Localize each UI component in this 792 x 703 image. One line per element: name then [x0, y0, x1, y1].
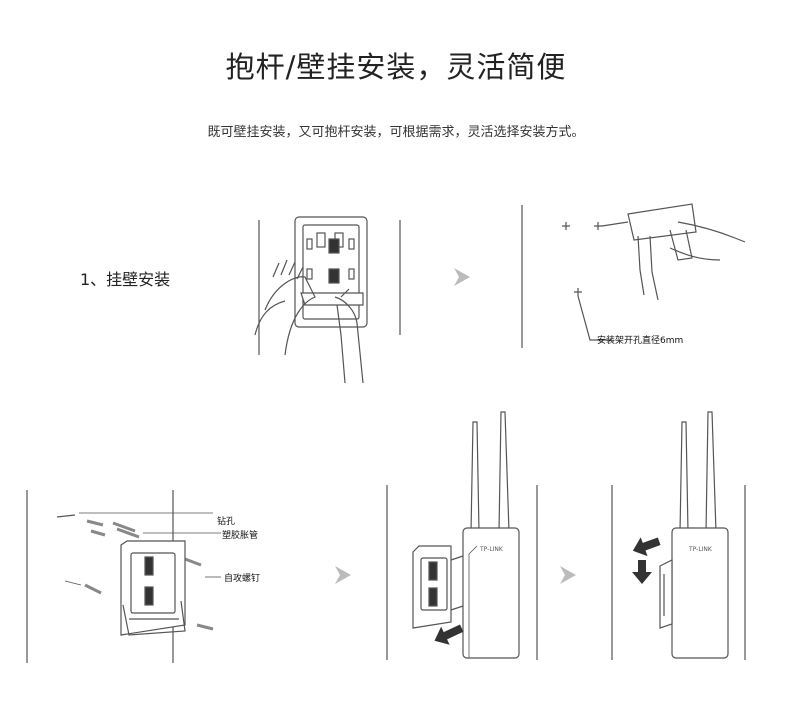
- device-brand-logo: TP-LINK: [689, 546, 712, 553]
- label-plastic-anchor: 塑胶胀管: [222, 531, 259, 541]
- device-brand-logo: TP-LINK: [480, 546, 503, 553]
- illustration-drill: [521, 203, 746, 348]
- arrow-next-icon: [560, 566, 576, 584]
- arrow-next-icon: [454, 268, 470, 286]
- page-subtitle: 既可壁挂安装，又可抱杆安装，可根据需求，灵活选择安装方式。: [207, 125, 585, 140]
- step-label-wall-mount: 1、挂壁安装: [80, 270, 171, 289]
- illustration-device-installed: [611, 411, 746, 660]
- page-title: 抱杆/壁挂安装，灵活简便: [225, 50, 567, 84]
- illustration-hands-bracket: [254, 216, 401, 384]
- arrow-next-icon: [335, 566, 351, 584]
- label-self-tapping-screw: 自攻螺钉: [224, 574, 261, 584]
- label-drill-hole: 钻孔: [217, 517, 236, 527]
- label-hole-diameter: 安装架开孔直径6mm: [597, 336, 684, 346]
- illustration-bracket-screws: [26, 490, 221, 663]
- illustration-device-attach: [386, 411, 538, 660]
